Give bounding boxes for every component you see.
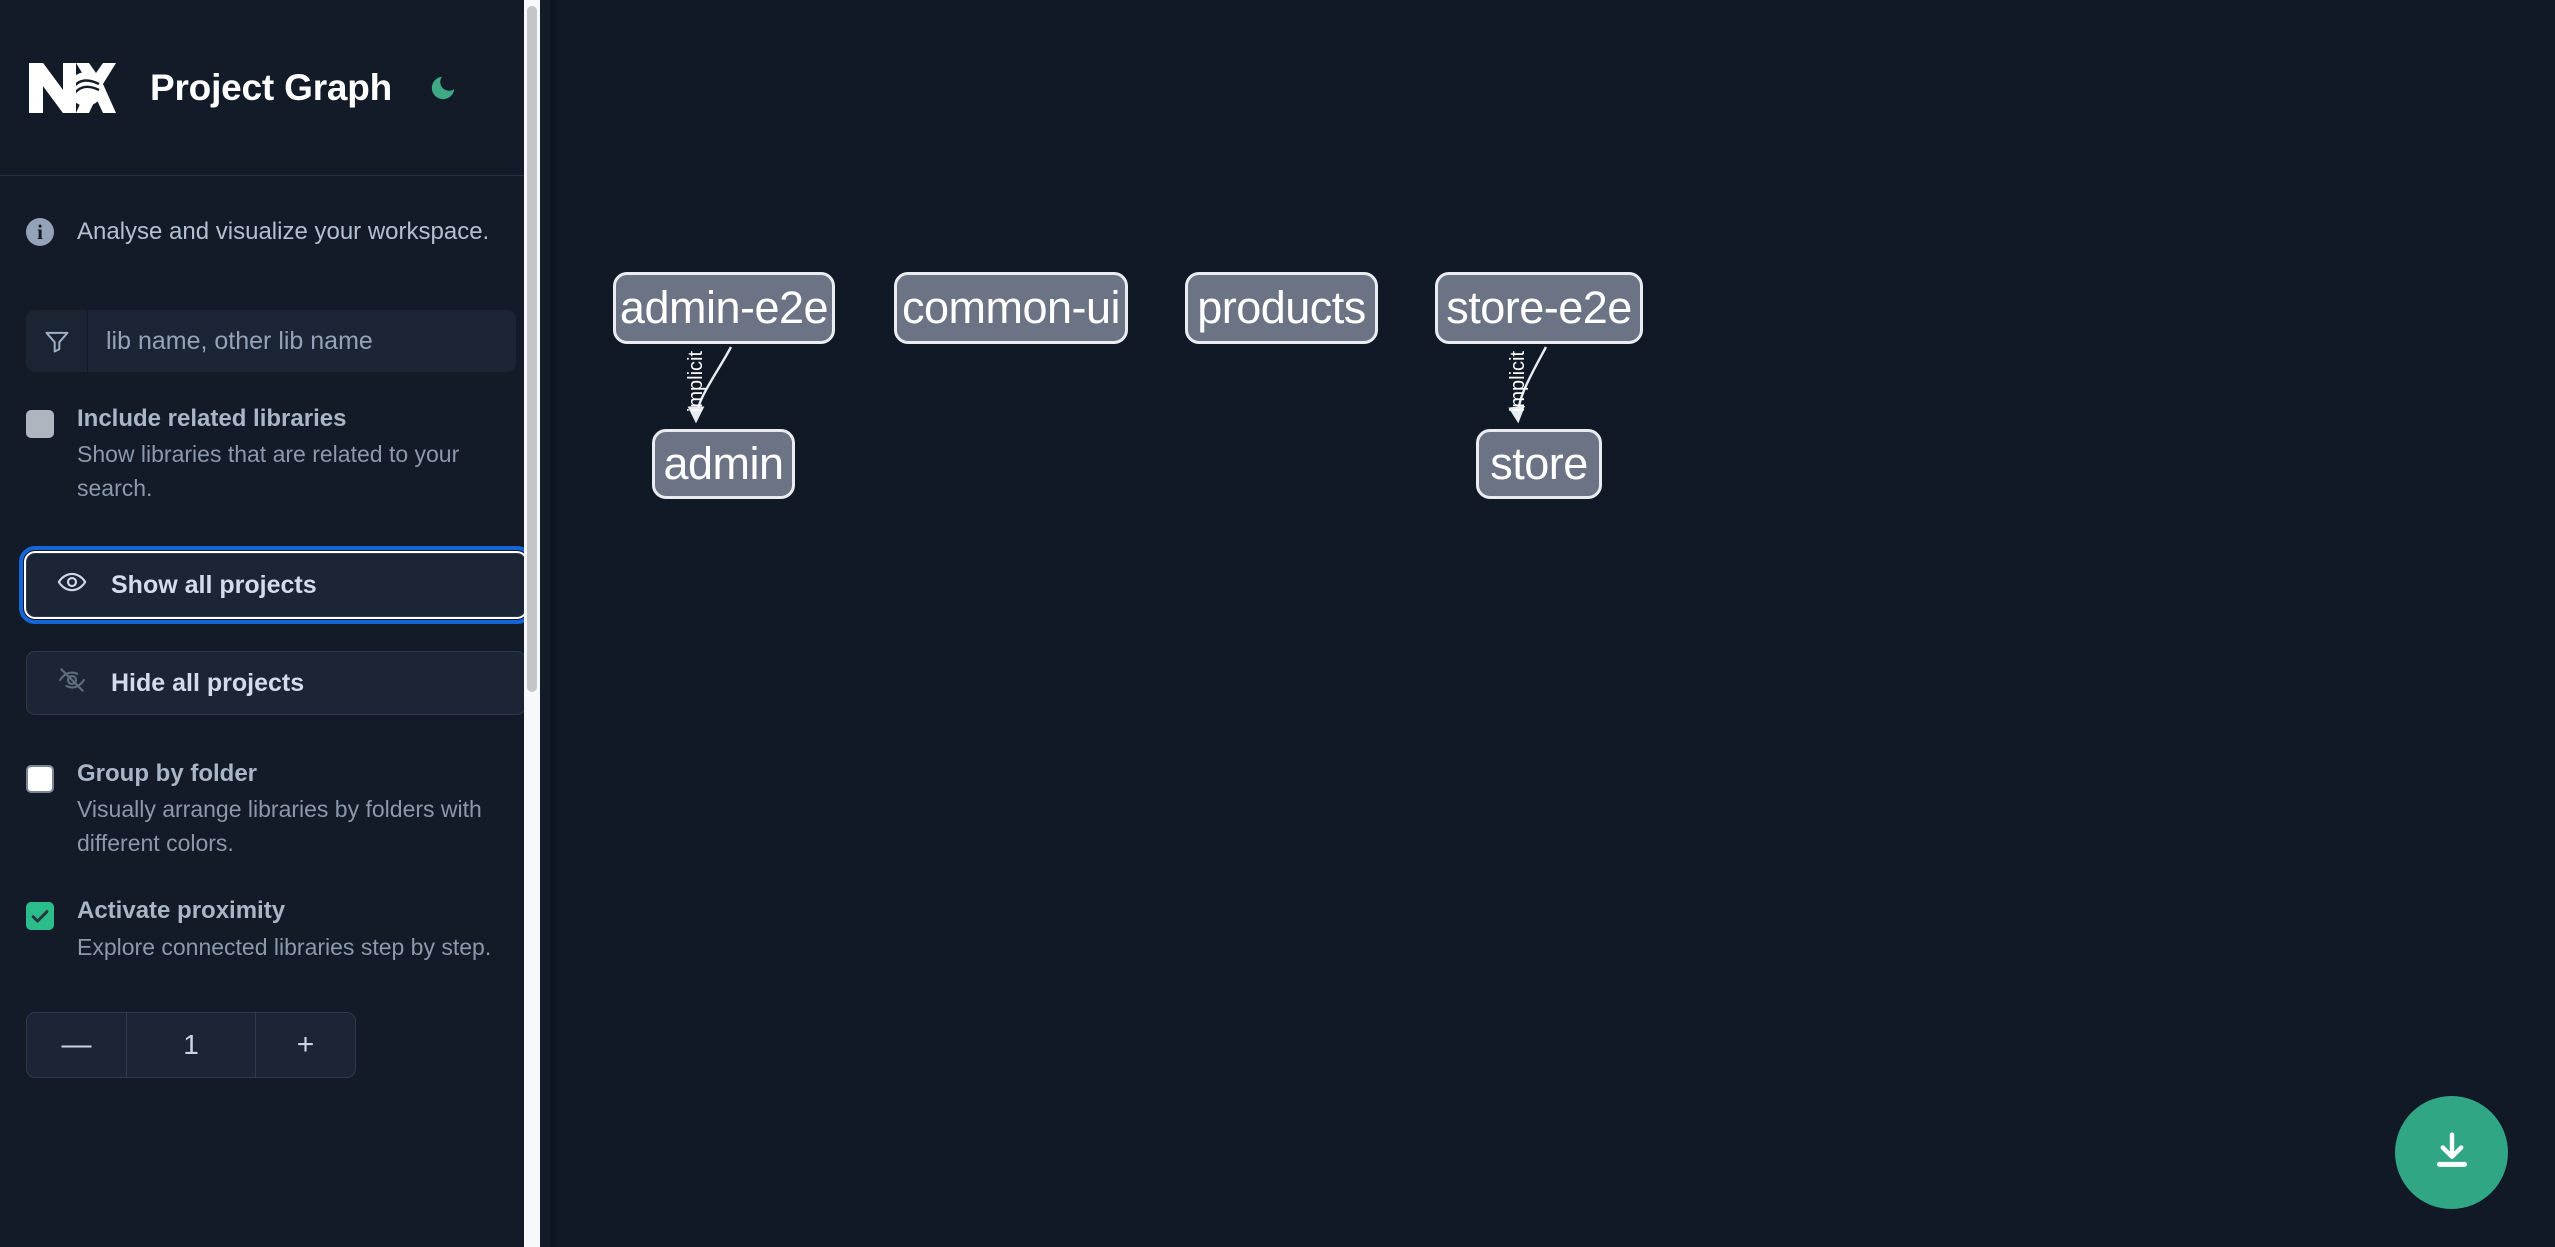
graph-node-admin[interactable]: admin bbox=[652, 429, 795, 499]
edge-store-e2e-store bbox=[1508, 346, 1548, 424]
download-button[interactable] bbox=[2395, 1096, 2508, 1209]
option-include-related-libraries[interactable]: Include related libraries Show libraries… bbox=[26, 405, 514, 505]
graph-node-common-ui[interactable]: common-ui bbox=[894, 272, 1128, 344]
stepper-value: 1 bbox=[183, 1028, 199, 1060]
option-texts: Group by folder Visually arrange librari… bbox=[77, 760, 514, 860]
hide-all-projects-button[interactable]: Hide all projects bbox=[26, 651, 526, 716]
eye-icon bbox=[57, 567, 87, 604]
sidebar-scrollbar-thumb[interactable] bbox=[527, 6, 537, 692]
show-all-projects-label: Show all projects bbox=[111, 570, 317, 599]
edge-label-implicit-store: implicit bbox=[1507, 350, 1530, 413]
option-label: Include related libraries bbox=[77, 405, 347, 432]
increment-button[interactable]: + bbox=[255, 1012, 355, 1077]
option-description: Explore connected libraries step by step… bbox=[77, 933, 492, 960]
graph-node-store[interactable]: store bbox=[1476, 429, 1602, 499]
show-all-projects-button[interactable]: Show all projects bbox=[19, 546, 533, 625]
info-icon: i bbox=[26, 218, 54, 246]
option-description: Show libraries that are related to your … bbox=[77, 441, 460, 501]
proximity-stepper-wrap: — 1 + bbox=[26, 1011, 514, 1078]
graph-node-admin-e2e[interactable]: admin-e2e bbox=[613, 272, 835, 344]
tagline-text: Analyse and visualize your workspace. bbox=[77, 218, 490, 245]
option-label: Group by folder bbox=[77, 760, 257, 788]
nx-logo-icon bbox=[26, 59, 118, 117]
decrement-button[interactable]: — bbox=[27, 1012, 127, 1077]
filter-row bbox=[26, 310, 516, 372]
sidebar: Project Graph i Analyse and visualize yo… bbox=[0, 0, 556, 1247]
edge-label-implicit-admin: implicit bbox=[685, 350, 708, 413]
checkbox-include-related-libraries[interactable] bbox=[26, 410, 54, 438]
filter-box[interactable] bbox=[26, 310, 516, 372]
proximity-stepper[interactable]: — 1 + bbox=[26, 1011, 356, 1078]
sidebar-scrollbar[interactable] bbox=[524, 0, 540, 1247]
option-texts: Include related libraries Show libraries… bbox=[77, 405, 514, 505]
sidebar-body: i Analyse and visualize your workspace. bbox=[0, 176, 540, 1078]
eye-off-icon bbox=[57, 665, 87, 702]
graph-edges bbox=[687, 346, 1548, 424]
edge-admin-e2e-admin bbox=[687, 346, 733, 424]
sidebar-content: Project Graph i Analyse and visualize yo… bbox=[0, 0, 540, 1247]
option-label: Activate proximity bbox=[77, 897, 286, 925]
option-texts: Activate proximity Explore connected lib… bbox=[77, 897, 514, 964]
sidebar-edge bbox=[550, 0, 556, 1247]
search-input[interactable] bbox=[88, 310, 516, 372]
graph-node-products[interactable]: products bbox=[1185, 272, 1378, 344]
option-activate-proximity[interactable]: Activate proximity Explore connected lib… bbox=[26, 897, 514, 964]
option-description: Visually arrange libraries by folders wi… bbox=[77, 796, 482, 856]
download-icon bbox=[2429, 1128, 2475, 1177]
filter-funnel-icon bbox=[26, 310, 88, 372]
visibility-buttons: Show all projects Hide all projects bbox=[19, 546, 533, 716]
page-title: Project Graph bbox=[150, 66, 393, 108]
checkbox-group-by-folder[interactable] bbox=[26, 765, 54, 794]
graph-node-store-e2e[interactable]: store-e2e bbox=[1435, 272, 1643, 344]
moon-icon[interactable] bbox=[422, 67, 464, 109]
graph-canvas[interactable]: implicit implicit admin-e2e common-ui pr… bbox=[556, 0, 2555, 1247]
option-group-by-folder[interactable]: Group by folder Visually arrange librari… bbox=[26, 760, 514, 860]
checkbox-activate-proximity[interactable] bbox=[26, 902, 54, 931]
hide-all-projects-label: Hide all projects bbox=[111, 668, 305, 697]
sidebar-header: Project Graph bbox=[0, 0, 540, 176]
tagline: i Analyse and visualize your workspace. bbox=[26, 176, 514, 248]
